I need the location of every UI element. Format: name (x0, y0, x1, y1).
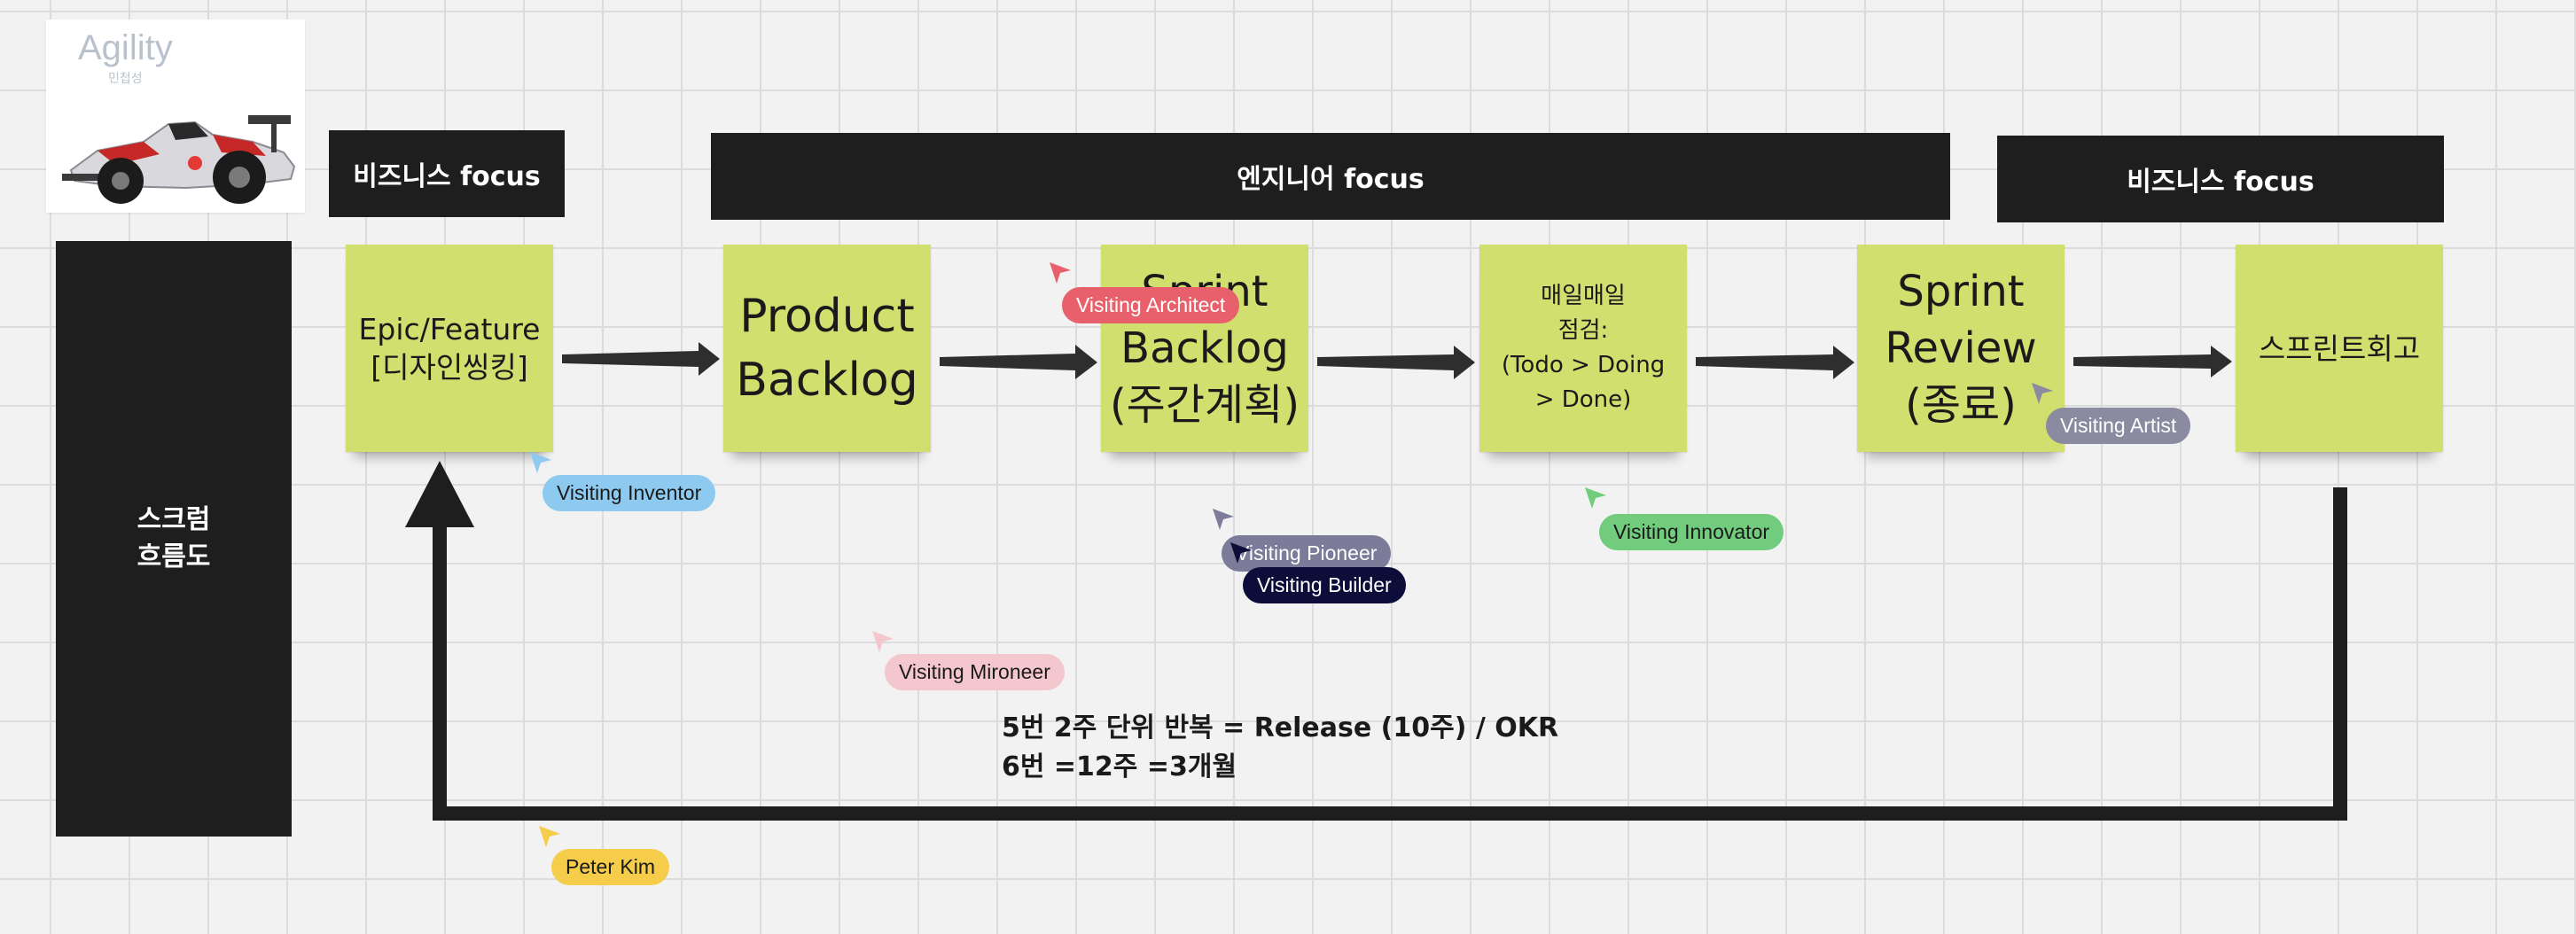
business-focus-header-right[interactable]: 비즈니스 focus (1997, 136, 2444, 222)
feedback-loop-line (433, 487, 2347, 821)
cursor-label: Visiting Artist (2046, 408, 2191, 444)
scrum-flow-text: 스크럼 흐름도 (137, 504, 211, 572)
pointer-arrow-icon (2032, 383, 2053, 404)
business-focus-header-left[interactable]: 비즈니스 focus (329, 130, 565, 217)
sticky-sprint-review[interactable]: Sprint Review (종료) (1857, 245, 2065, 452)
engineer-focus-header[interactable]: 엔지니어 focus (711, 133, 1950, 220)
logo-subtitle: 민첩성 (108, 72, 143, 86)
duration-note[interactable]: 6번 =12주 =3개월 (1002, 751, 1237, 782)
sticky-sprint-backlog[interactable]: Sprint Backlog (주간계획) (1101, 245, 1308, 452)
arrow-review-to-retro (2073, 346, 2232, 377)
arrow-sprint-to-daily (1317, 346, 1475, 379)
sticky-product-backlog[interactable]: Product Backlog (723, 245, 931, 452)
cursor-label: Visiting Mironeer (885, 654, 1065, 690)
pointer-arrow-icon (539, 826, 560, 847)
cursor-label: Visiting Inventor (543, 475, 716, 511)
pointer-arrow-icon (1585, 487, 1606, 509)
pointer-arrow-icon (1050, 262, 1071, 284)
release-cycle-note[interactable]: 5번 2주 단위 반복 = Release (10주) / OKR (1002, 712, 1559, 743)
sticky-daily-check-text: 매일매일 점검: (Todo > Doing > Done) (1501, 283, 1666, 413)
logo-title: Agility (78, 28, 173, 67)
sticky-product-backlog-text: Product Backlog (736, 290, 918, 407)
feedback-loop-arrowhead (405, 461, 474, 527)
cursor-label: Visiting Innovator (1599, 514, 1784, 550)
pointer-arrow-icon (530, 452, 551, 473)
pointer-arrow-icon (1230, 542, 1252, 564)
arrow-product-to-sprint (940, 345, 1097, 379)
arrow-epic-to-product (562, 342, 720, 376)
pointer-arrow-icon (1213, 509, 1234, 530)
cursor-label: Visiting Architect (1062, 287, 1240, 323)
sticky-sprint-retrospective-text: 스프린트회고 (2258, 331, 2421, 366)
agility-logo-card[interactable]: Agility 민첩성 (46, 19, 305, 213)
sticky-epic-feature[interactable]: Epic/Feature [디자인씽킹] (346, 245, 553, 452)
cursor-label: Visiting Pioneer (1222, 535, 1392, 572)
sticky-sprint-retrospective[interactable]: 스프린트회고 (2236, 245, 2443, 452)
scrum-flow-label[interactable]: 스크럼 흐름도 (56, 241, 292, 837)
sticky-daily-check[interactable]: 매일매일 점검: (Todo > Doing > Done) (1479, 245, 1687, 452)
pointer-arrow-icon (872, 631, 894, 652)
arrow-daily-to-review (1696, 346, 1854, 379)
sticky-sprint-review-text: Sprint Review (종료) (1885, 267, 2037, 430)
sticky-epic-feature-text: Epic/Feature [디자인씽킹] (358, 312, 541, 385)
cursor-label: Visiting Builder (1243, 567, 1406, 603)
cursor-label: Peter Kim (551, 849, 669, 885)
race-car-image (62, 115, 296, 204)
